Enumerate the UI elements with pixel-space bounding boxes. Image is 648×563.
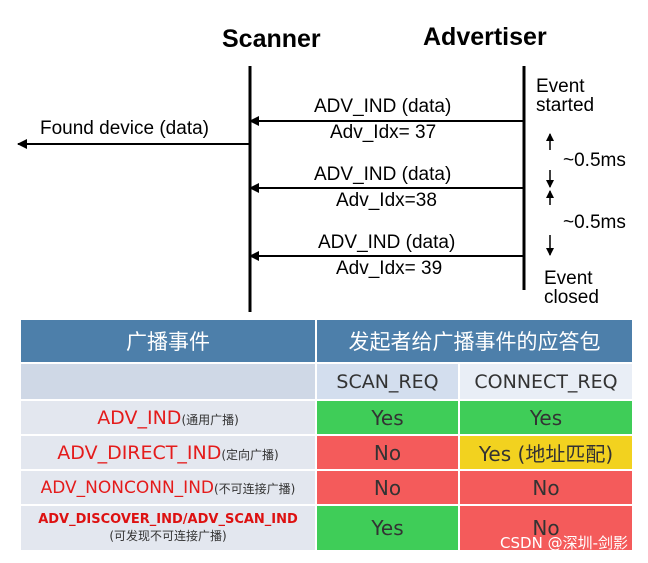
event-started-label: started bbox=[536, 95, 595, 116]
scan-req-cell: Yes bbox=[315, 399, 460, 436]
scan-req-cell: Yes bbox=[315, 504, 460, 552]
connect-req-cell: No bbox=[458, 469, 634, 506]
scanner-title: Scanner bbox=[222, 25, 321, 53]
event-note: (定向广播) bbox=[221, 447, 279, 462]
connect-req-cell: Yes bbox=[458, 399, 634, 436]
table-row: ADV_DISCOVER_IND/ADV_SCAN_IND (可发现不可连接广播)… bbox=[19, 504, 634, 552]
event-note: (可发现不可连接广播) bbox=[109, 529, 227, 543]
event-name-cell: ADV_IND(通用广播) bbox=[19, 399, 317, 436]
column-connect-req: CONNECT_REQ bbox=[458, 362, 634, 401]
event-note: (不可连接广播) bbox=[214, 481, 296, 496]
message-label: ADV_IND (data) bbox=[314, 164, 452, 185]
event-started-label: Event bbox=[536, 76, 585, 97]
adv-index-label: Adv_Idx= 39 bbox=[336, 258, 443, 279]
table-row: ADV_NONCONN_IND(不可连接广播) No No bbox=[19, 469, 634, 506]
table-row: ADV_DIRECT_IND(定向广播) No Yes (地址匹配) bbox=[19, 434, 634, 471]
event-closed-label: Event bbox=[544, 268, 593, 289]
advertiser-title: Advertiser bbox=[423, 23, 547, 51]
message-label: ADV_IND (data) bbox=[314, 96, 452, 117]
event-closed-label: closed bbox=[544, 287, 599, 308]
event-name-cell: ADV_DIRECT_IND(定向广播) bbox=[19, 434, 317, 471]
table-header-events: 广播事件 bbox=[19, 318, 317, 364]
table-subheader-empty bbox=[19, 362, 317, 401]
column-scan-req: SCAN_REQ bbox=[315, 362, 460, 401]
adv-index-label: Adv_Idx=38 bbox=[336, 190, 437, 211]
scan-req-cell: No bbox=[315, 434, 460, 471]
adv-response-table: 广播事件 发起者给广播事件的应答包 SCAN_REQ CONNECT_REQ A… bbox=[19, 318, 634, 552]
adv-index-label: Adv_Idx= 37 bbox=[330, 122, 437, 143]
sequence-diagram bbox=[17, 66, 554, 312]
scan-req-cell: No bbox=[315, 469, 460, 506]
interval-label: ~0.5ms bbox=[563, 150, 626, 171]
event-name: ADV_DIRECT_IND bbox=[57, 441, 222, 464]
event-name-cell: ADV_NONCONN_IND(不可连接广播) bbox=[19, 469, 317, 506]
interval-label: ~0.5ms bbox=[563, 212, 626, 233]
event-name: ADV_NONCONN_IND bbox=[40, 477, 214, 498]
message-label: ADV_IND (data) bbox=[318, 232, 456, 253]
table-row: ADV_IND(通用广播) Yes Yes bbox=[19, 399, 634, 436]
event-name: ADV_IND bbox=[97, 406, 182, 429]
table-header-responses: 发起者给广播事件的应答包 bbox=[315, 318, 634, 364]
found-device-label: Found device (data) bbox=[40, 118, 209, 139]
connect-req-cell: No bbox=[458, 504, 634, 552]
event-note: (通用广播) bbox=[181, 412, 239, 427]
event-name-cell: ADV_DISCOVER_IND/ADV_SCAN_IND (可发现不可连接广播) bbox=[19, 504, 317, 552]
event-name: ADV_DISCOVER_IND/ADV_SCAN_IND bbox=[38, 512, 298, 527]
watermark: CSDN @深圳-剑影 bbox=[500, 534, 628, 552]
connect-req-cell: Yes (地址匹配) bbox=[458, 434, 634, 471]
